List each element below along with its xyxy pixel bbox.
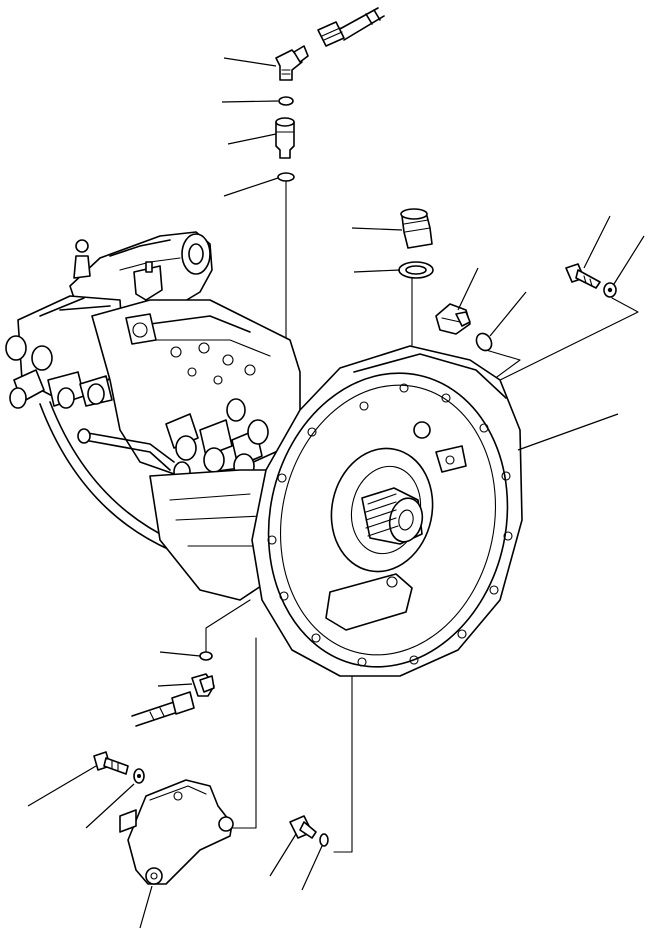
bolt-right (565, 263, 601, 289)
washer-lower-left (133, 768, 145, 784)
flange-housing (251, 345, 523, 677)
plug-right (435, 303, 471, 335)
bolt-right-line (489, 297, 639, 386)
oring-right (475, 332, 493, 352)
pump-body (5, 231, 301, 601)
hose-lower (131, 691, 195, 727)
washer-right (603, 282, 617, 298)
plug-right-line (485, 349, 521, 386)
oring-lower (199, 651, 213, 661)
washer-upper (398, 261, 434, 279)
flange-bolt-holes (267, 383, 513, 667)
spline-shaft (361, 487, 424, 545)
pin-line (333, 675, 353, 853)
bolt-lower-left (93, 751, 129, 775)
plug-upper (400, 208, 433, 249)
pin-lower (319, 833, 329, 847)
bracket (119, 779, 234, 885)
elbow-fitting-lower (191, 673, 215, 697)
top-oring (278, 96, 294, 106)
top-hose (317, 7, 385, 47)
oring-lower-line (205, 599, 251, 653)
top-elbow-fitting (275, 45, 309, 81)
top-oring-2 (277, 172, 295, 182)
bolt-lower-mid (289, 815, 317, 839)
bracket-line (221, 637, 257, 829)
leader-lines (27, 57, 645, 929)
top-connector (275, 117, 295, 159)
